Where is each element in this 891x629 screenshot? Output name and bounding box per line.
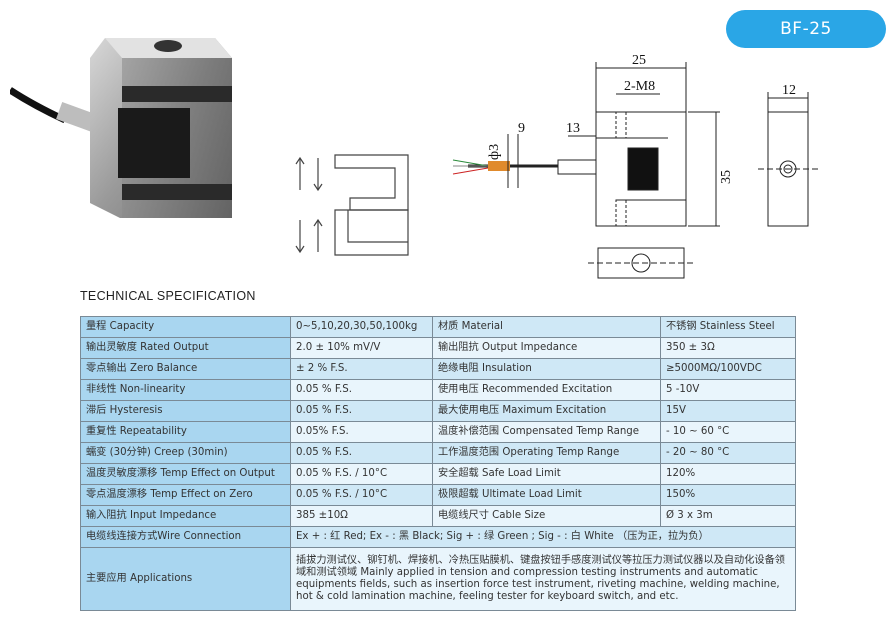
spec-value: 0.05 % F.S. / 10°C [290,484,433,506]
table-row: 量程 Capacity 0~5,10,20,30,50,100kg 材质 Mat… [80,316,796,338]
spec-key: 温度补偿范围 Compensated Temp Range [432,421,661,443]
spec-key: 极限超载 Ultimate Load Limit [432,484,661,506]
dim-13: 13 [566,121,580,136]
force-direction-diagram [295,154,409,256]
wire-connection-label: 电缆线连接方式Wire Connection [80,526,291,548]
spec-value: - 10 ~ 60 °C [660,421,796,443]
spec-value: 15V [660,400,796,422]
spec-value: 5 -10V [660,379,796,401]
spec-value: 不锈钢 Stainless Steel [660,316,796,338]
model-badge: BF-25 [726,10,886,48]
applications-value: 插拔力测试仪、铆钉机、焊接机、冷热压贴膜机、键盘按钮手感度测试仪等拉压力测试仪器… [290,547,796,611]
applications-label: 主要应用 Applications [80,547,291,611]
spec-key: 重复性 Repeatability [80,421,291,443]
spec-title: TECHNICAL SPECIFICATION [80,289,256,303]
spec-value: 0.05% F.S. [290,421,433,443]
table-row: 零点输出 Zero Balance ± 2 % F.S. 绝缘电阻 Insula… [80,358,796,380]
spec-value: 150% [660,484,796,506]
spec-key: 零点温度漂移 Temp Effect on Zero [80,484,291,506]
table-row: 电缆线连接方式Wire Connection Ex + : 红 Red; Ex … [80,526,796,548]
spec-key: 最大使用电压 Maximum Excitation [432,400,661,422]
spec-key: 安全超载 Safe Load Limit [432,463,661,485]
dim-cable-dia: ф3 [487,144,502,160]
spec-value: 0.05 % F.S. [290,442,433,464]
dim-width-25: 25 [632,53,646,68]
spec-key: 温度灵敏度漂移 Temp Effect on Output [80,463,291,485]
spec-value: 0.05 % F.S. / 10°C [290,463,433,485]
spec-value: 0.05 % F.S. [290,400,433,422]
spec-key: 输出阻抗 Output Impedance [432,337,661,359]
table-row: 主要应用 Applications 插拔力测试仪、铆钉机、焊接机、冷热压贴膜机、… [80,547,796,611]
spec-key: 输入阻抗 Input Impedance [80,505,291,527]
table-row: 非线性 Non-linearity 0.05 % F.S. 使用电压 Recom… [80,379,796,401]
spec-key: 滞后 Hysteresis [80,400,291,422]
spec-key: 使用电压 Recommended Excitation [432,379,661,401]
table-row: 输出灵敏度 Rated Output 2.0 ± 10% mV/V 输出阻抗 O… [80,337,796,359]
spec-value: ≥5000MΩ/100VDC [660,358,796,380]
spec-key: 输出灵敏度 Rated Output [80,337,291,359]
table-row: 温度灵敏度漂移 Temp Effect on Output 0.05 % F.S… [80,463,796,485]
spec-value: 0.05 % F.S. [290,379,433,401]
dim-thread: 2-M8 [624,79,655,94]
dim-9: 9 [518,121,525,136]
spec-key: 非线性 Non-linearity [80,379,291,401]
spec-value: 2.0 ± 10% mV/V [290,337,433,359]
dim-side-12: 12 [782,83,796,98]
spec-key: 工作温度范围 Operating Temp Range [432,442,661,464]
spec-key: 蠕变 (30分钟) Creep (30min) [80,442,291,464]
spec-value: 0~5,10,20,30,50,100kg [290,316,433,338]
spec-value: - 20 ~ 80 °C [660,442,796,464]
table-row: 重复性 Repeatability 0.05% F.S. 温度补偿范围 Comp… [80,421,796,443]
spec-value: Ø 3 x 3m [660,505,796,527]
spec-key: 零点输出 Zero Balance [80,358,291,380]
spec-table: 量程 Capacity 0~5,10,20,30,50,100kg 材质 Mat… [80,316,796,611]
dim-height-35: 35 [719,170,734,184]
table-row: 滞后 Hysteresis 0.05 % F.S. 最大使用电压 Maximum… [80,400,796,422]
dimension-drawing: 25 2-M8 35 12 ф3 9 13 [452,53,818,279]
spec-value: 350 ± 3Ω [660,337,796,359]
table-row: 零点温度漂移 Temp Effect on Zero 0.05 % F.S. /… [80,484,796,506]
table-row: 蠕变 (30分钟) Creep (30min) 0.05 % F.S. 工作温度… [80,442,796,464]
wire-connection-value: Ex + : 红 Red; Ex - : 黑 Black; Sig + : 绿 … [290,526,796,548]
table-row: 输入阻抗 Input Impedance 385 ±10Ω 电缆线尺寸 Cabl… [80,505,796,527]
spec-key: 量程 Capacity [80,316,291,338]
product-photo [10,38,232,218]
spec-value: 120% [660,463,796,485]
spec-value: 385 ±10Ω [290,505,433,527]
spec-key: 电缆线尺寸 Cable Size [432,505,661,527]
spec-key: 材质 Material [432,316,661,338]
spec-key: 绝缘电阻 Insulation [432,358,661,380]
spec-value: ± 2 % F.S. [290,358,433,380]
